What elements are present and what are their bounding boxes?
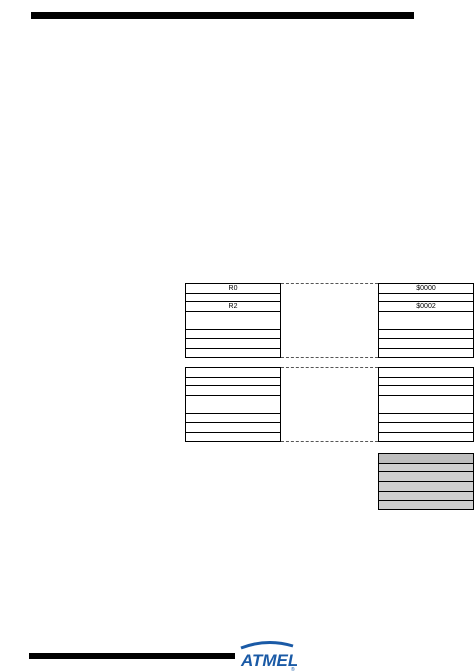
address-column-right-top: $0000 $0002 bbox=[378, 283, 474, 358]
register-column-left-top: R0 R2 bbox=[185, 283, 281, 358]
register-column-left-mid bbox=[185, 367, 281, 442]
mapping-line bbox=[281, 357, 378, 358]
io-cell bbox=[378, 500, 474, 510]
mapping-line bbox=[281, 441, 378, 442]
register-cell bbox=[185, 432, 281, 442]
mapping-line bbox=[281, 367, 378, 368]
address-column-right-mid bbox=[378, 367, 474, 442]
address-cell bbox=[378, 395, 474, 414]
address-cell bbox=[378, 311, 474, 330]
logo-text: ATMEL bbox=[240, 651, 297, 670]
footer-rule bbox=[29, 653, 235, 659]
address-cell bbox=[378, 348, 474, 358]
register-cell bbox=[185, 395, 281, 414]
register-cell bbox=[185, 348, 281, 358]
register-cell bbox=[185, 311, 281, 330]
atmel-logo: ATMEL ® bbox=[240, 641, 297, 672]
header-rule bbox=[31, 12, 414, 19]
address-cell bbox=[378, 432, 474, 442]
logo-mark: ® bbox=[291, 666, 295, 672]
io-column-right-bottom bbox=[378, 453, 474, 510]
mapping-line bbox=[281, 283, 378, 284]
